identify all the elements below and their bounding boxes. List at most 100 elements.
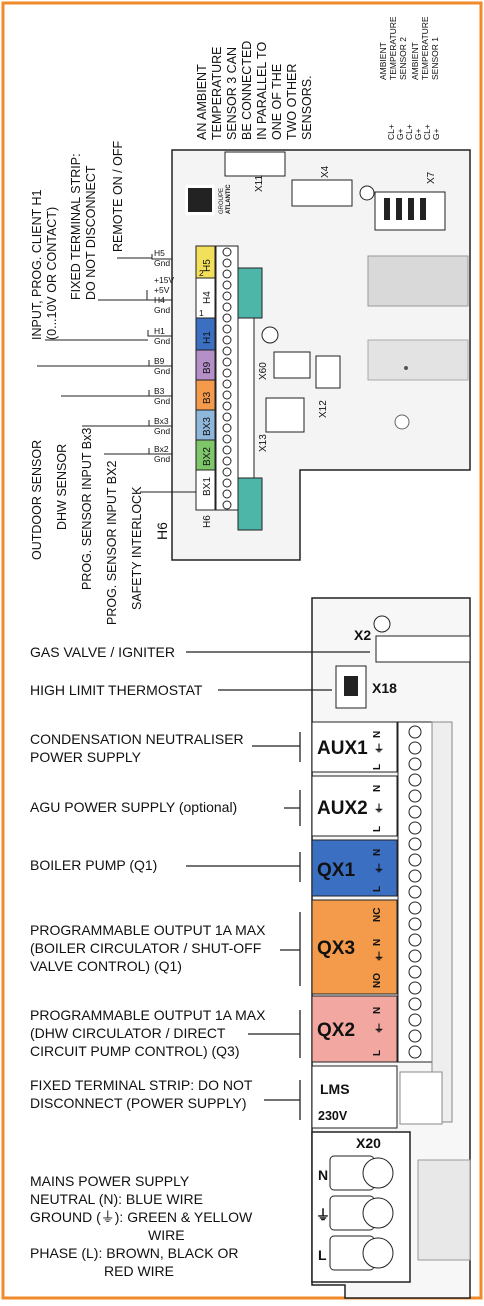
h4-gnd: Gnd xyxy=(154,305,170,315)
x13-label: X13 xyxy=(258,434,269,452)
safety-interlock-label: SAFETY INTERLOCK xyxy=(130,486,144,610)
x7-label: X7 xyxy=(426,171,437,184)
outdoor-sensor-label: OUTDOOR SENSOR xyxy=(30,440,44,560)
terminal-screw xyxy=(222,478,232,488)
terminal-screw xyxy=(222,500,232,510)
condensation-line1: CONDENSATION NEUTRALISER xyxy=(30,731,244,747)
terminal-screw xyxy=(222,335,232,345)
terminal-screw xyxy=(408,1013,422,1027)
terminal-screw xyxy=(222,269,232,279)
terminal-screw xyxy=(408,773,422,787)
terminal-screw xyxy=(222,302,232,312)
bottom-board: X2 X18 AUX1 AUX2 QX1 QX3 QX2 LMS 230V N … xyxy=(311,597,471,1299)
b9-pin: B9 xyxy=(154,356,165,366)
logo-line1: GROUPE xyxy=(219,188,225,214)
sensor-terminal-strip: H5 H4 H1 B9 B3 BX3 BX2 BX1 H6 2 1 xyxy=(195,245,263,531)
bx3-block-label: BX3 xyxy=(202,417,213,436)
ambient3-line3: SENSOR 3 CAN xyxy=(225,47,239,140)
qx2-ground: ⏚ xyxy=(374,1023,384,1035)
aux2-ground: ⏚ xyxy=(374,803,384,815)
logo-line2: ATLANTIC xyxy=(226,184,232,214)
mains-line4: WIRE xyxy=(148,1227,185,1243)
x2-connector xyxy=(375,635,471,663)
qx3-no: NO xyxy=(372,973,383,988)
bx2-input-label: PROG. SENSOR INPUT BX2 xyxy=(105,461,119,625)
x60-label: X60 xyxy=(258,362,269,380)
terminal-screw xyxy=(222,467,232,477)
terminal-screw xyxy=(222,280,232,290)
condensation-line2: POWER SUPPLY xyxy=(30,749,142,765)
aux2-label: AUX2 xyxy=(317,798,368,819)
ambient1-line2: TEMPERATURE xyxy=(420,16,430,80)
prog-out1-line1: PROGRAMMABLE OUTPUT 1A MAX xyxy=(30,922,266,938)
pin-number-2: 2 xyxy=(199,268,204,278)
terminal-screw xyxy=(408,1029,422,1043)
ambient3-line7: TWO OTHER xyxy=(285,64,299,140)
bx3-pin: Bx3 xyxy=(154,416,169,426)
terminal-screw xyxy=(408,917,422,931)
top-leader-lines xyxy=(37,254,196,493)
mount-screw-2 xyxy=(261,326,279,344)
terminal-screw xyxy=(222,445,232,455)
remote-label: REMOTE ON / OFF xyxy=(111,141,125,252)
terminal-screw xyxy=(408,741,422,755)
aux2-l: L xyxy=(372,826,383,832)
qx3-n: N xyxy=(372,939,383,946)
ambient3-line6: ONE OF THE xyxy=(270,64,284,140)
fixed-strip-line2: DO NOT DISCONNECT xyxy=(84,165,98,300)
top-board: X11 X4 X7 GROUPE ATLANTIC X60 X12 X13 xyxy=(37,149,471,561)
terminal-screw xyxy=(222,247,232,257)
h6-label: H6 xyxy=(154,522,170,540)
ambient3-line1: AN AMBIENT xyxy=(195,64,209,140)
h1-pin: H1 xyxy=(154,326,165,336)
qx1-label: QX1 xyxy=(317,860,355,881)
terminal-screw xyxy=(222,258,232,268)
x60-connector xyxy=(273,351,311,379)
input-h1-line1: INPUT, PROG. CLIENT H1 xyxy=(30,189,44,340)
x2-label: X2 xyxy=(354,627,371,643)
x13-connector xyxy=(265,397,305,433)
h1-gnd: Gnd xyxy=(154,336,170,346)
h5-pin: H5 xyxy=(154,248,165,258)
bx2-block-label: BX2 xyxy=(202,447,213,466)
b3-gnd: Gnd xyxy=(154,396,170,406)
terminal-screw xyxy=(222,423,232,433)
ambient3-line5: IN PARALLEL TO xyxy=(255,42,269,140)
terminal-screw xyxy=(222,489,232,499)
fixed-strip-line1: FIXED TERMINAL STRIP: xyxy=(69,153,83,300)
prog-out2-line1: PROGRAMMABLE OUTPUT 1A MAX xyxy=(30,1007,266,1023)
aux1-n: N xyxy=(372,731,383,738)
bx2-pin: Bx2 xyxy=(154,444,169,454)
bottom-leader-lines xyxy=(186,651,370,1120)
prog-out1-line2: (BOILER CIRCULATOR / SHUT-OFF xyxy=(30,940,261,956)
terminal-screw xyxy=(222,313,232,323)
mains-line1: MAINS POWER SUPPLY xyxy=(30,1173,190,1189)
terminal-screw xyxy=(222,390,232,400)
ambient1-line3: SENSOR 1 xyxy=(430,37,440,80)
agu-label: AGU POWER SUPPLY (optional) xyxy=(30,799,237,815)
gas-valve-label: GAS VALVE / IGNITER xyxy=(30,644,175,660)
terminal-screw xyxy=(222,401,232,411)
aux1-l: L xyxy=(372,764,383,770)
b3-block-label: B3 xyxy=(202,391,213,404)
high-limit-label: HIGH LIMIT THERMOSTAT xyxy=(30,682,203,698)
cl-1: CL+ xyxy=(386,124,396,140)
h4-pin: H4 xyxy=(154,295,165,305)
terminal-screw xyxy=(408,901,422,915)
h1-block-label: H1 xyxy=(202,331,213,344)
h4-5v: +5V xyxy=(154,285,170,295)
v230-label: 230V xyxy=(318,1109,348,1123)
mains-line2: NEUTRAL (N): BLUE WIRE xyxy=(30,1191,203,1207)
aux1-label: AUX1 xyxy=(317,738,368,759)
terminal-screw xyxy=(408,869,422,883)
terminal-screw xyxy=(222,379,232,389)
fixed-power-line1: FIXED TERMINAL STRIP: DO NOT xyxy=(30,1077,253,1093)
qx2-l: L xyxy=(372,1050,383,1056)
qx2-block xyxy=(311,995,398,1063)
x4-connector xyxy=(291,179,353,207)
aux2-block xyxy=(311,775,398,837)
bx3-gnd: Gnd xyxy=(154,426,170,436)
h4-15v: +15V xyxy=(154,275,174,285)
terminal-screw xyxy=(408,837,422,851)
